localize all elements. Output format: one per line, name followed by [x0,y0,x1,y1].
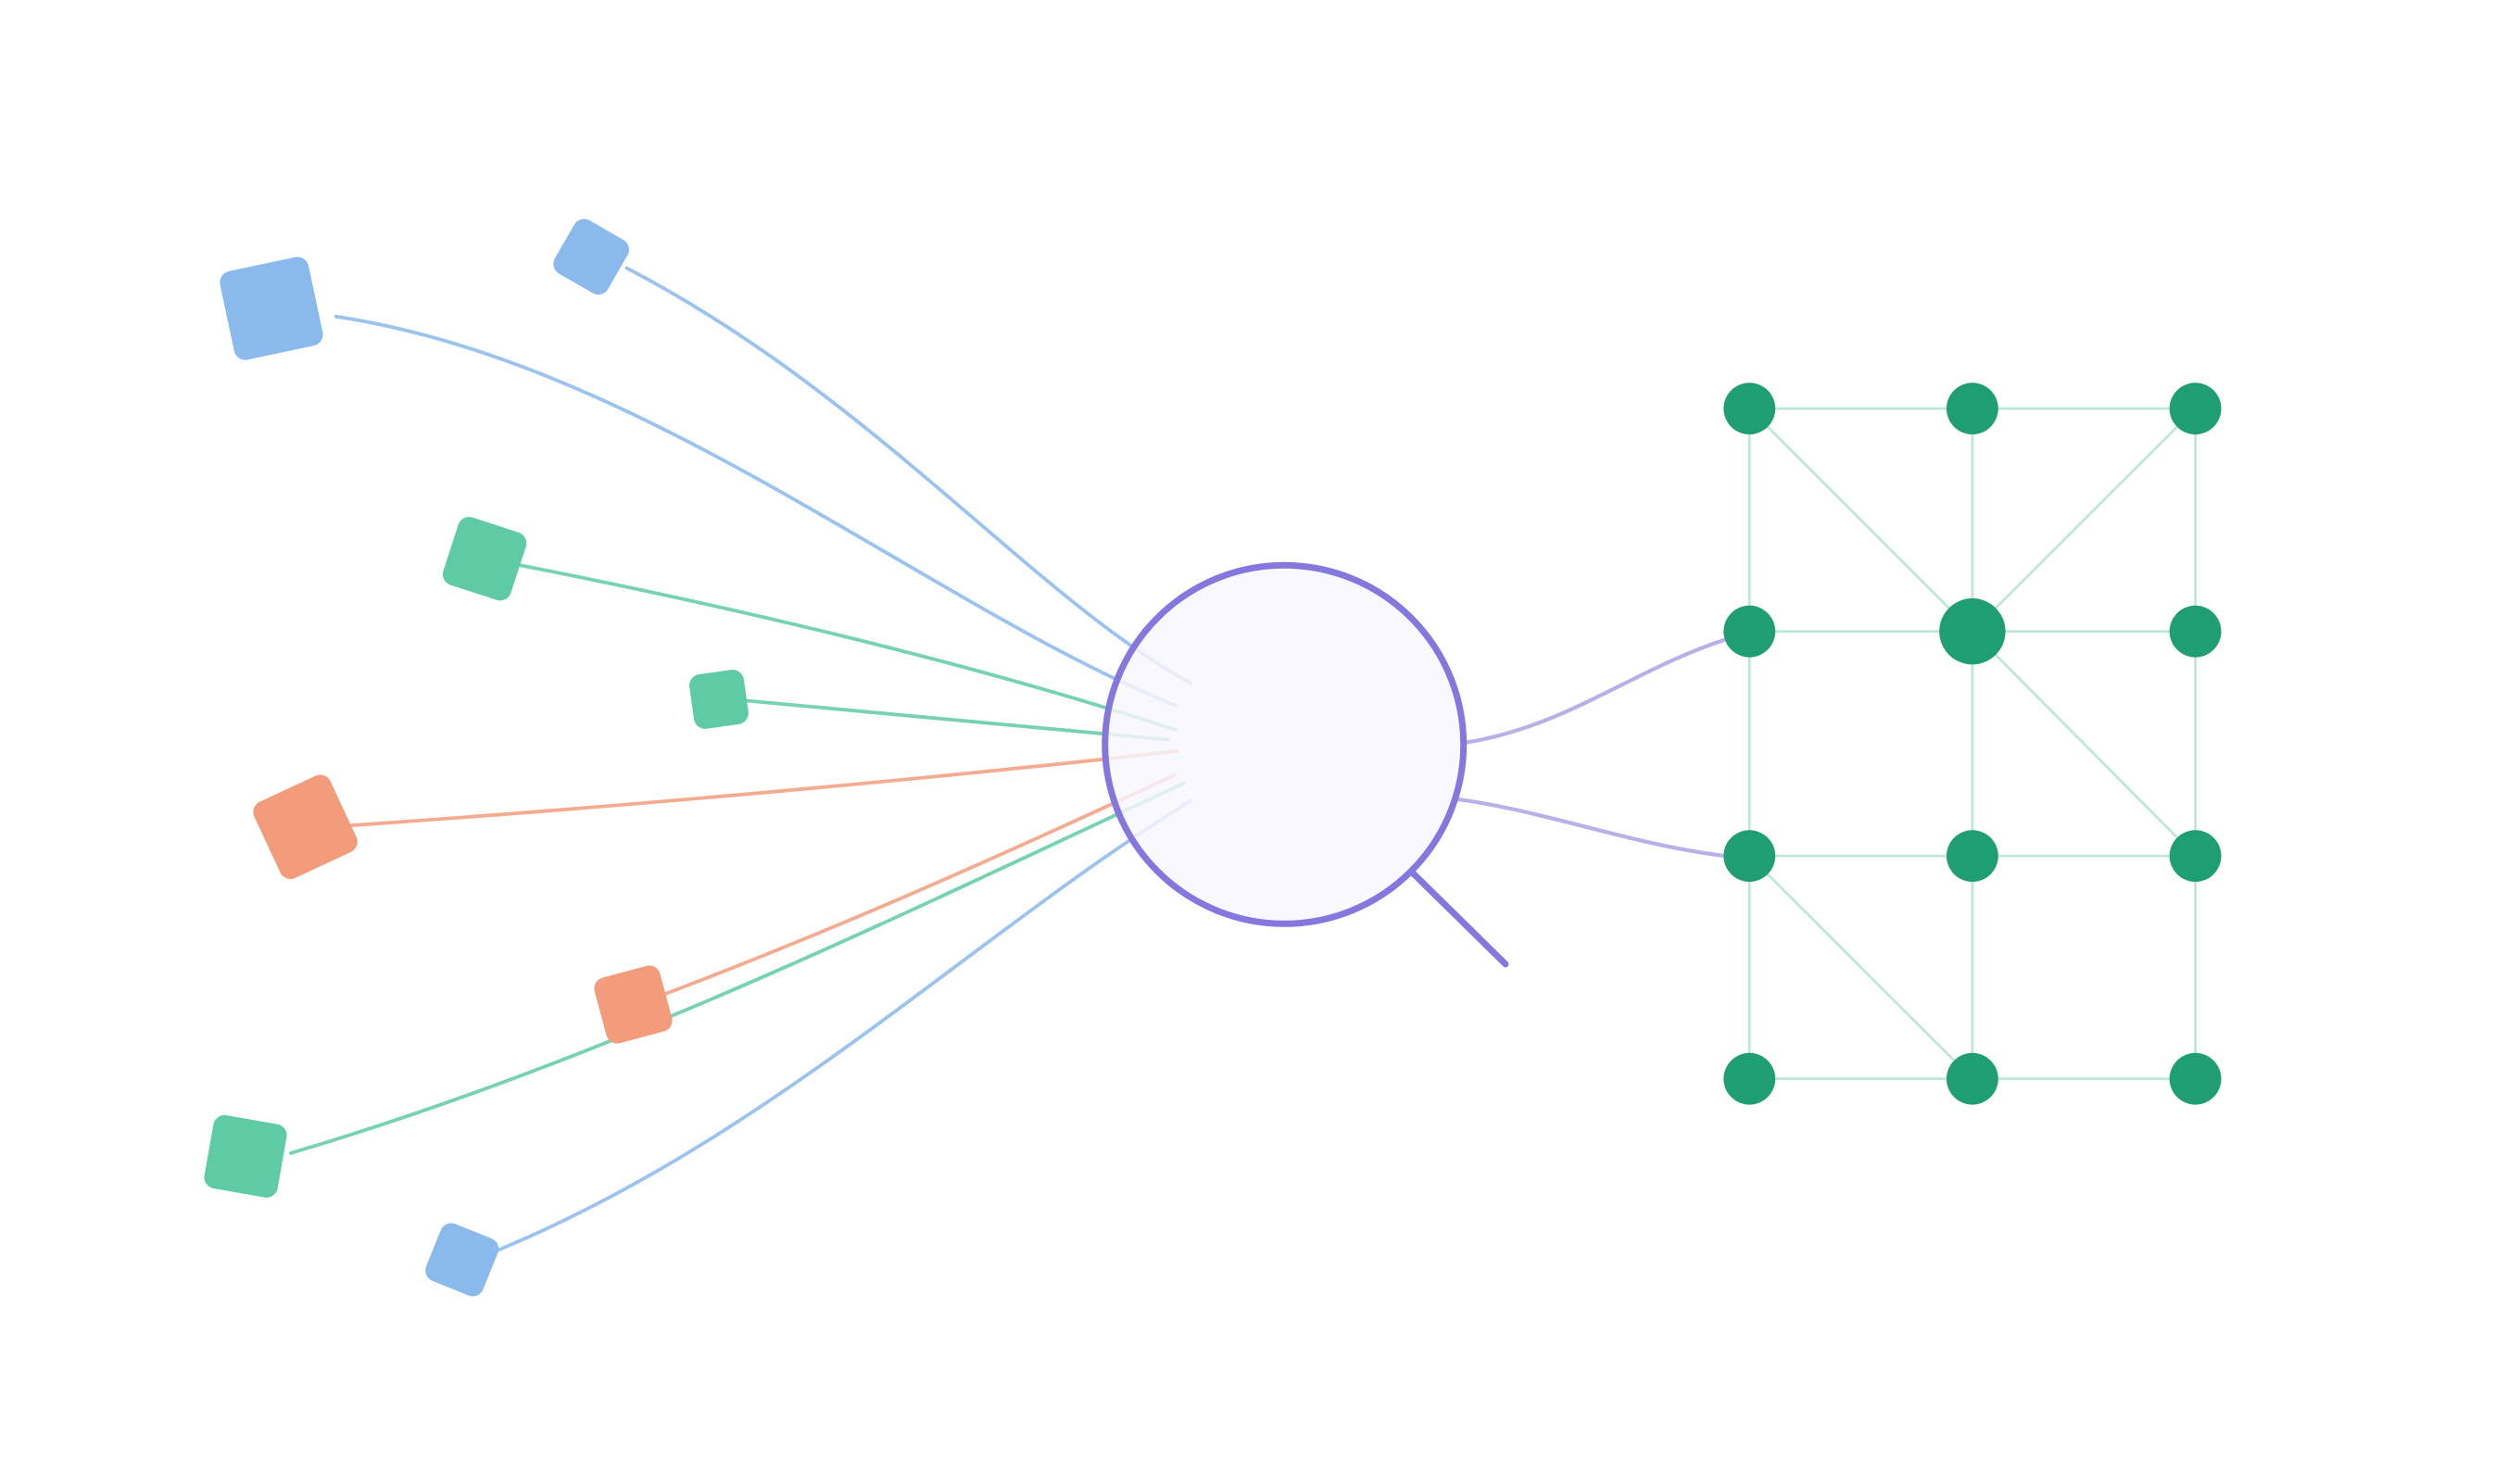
graph-node [1723,383,1776,434]
source-connector-lines [288,266,1728,1263]
graph-node [1947,383,1998,434]
magnifier-lens [1102,561,1468,927]
blue-square-large-line [334,314,1178,708]
blue-square-large-shape [220,257,323,360]
green-square-upper-shape [442,517,527,601]
blue-square-bottom-shape [425,1223,499,1297]
magnifier-icon [1102,561,1509,968]
graph-hub-node [1939,598,2006,665]
graph-node [2169,383,2222,434]
orange-square-lower [594,965,673,1044]
graph-node [2169,830,2222,882]
source-squares [204,219,749,1297]
blue-square-large [220,257,323,360]
graph-node [1723,605,1776,658]
blue-square-bottom [425,1223,499,1297]
graph-nodes [1723,383,2222,1105]
orange-square-large-line [350,748,1179,827]
orange-square-lower-line [639,773,1177,1005]
graph-edge [1748,408,1973,633]
graph-node [1723,830,1776,882]
lens-graph-connector-2 [1456,798,1728,859]
graph-edges [1747,407,2198,1081]
graph-node [1947,830,1998,882]
green-square-small-shape [689,670,749,729]
graph-edge [1971,630,2197,858]
graph-node [1723,1052,1776,1105]
orange-square-large [253,774,358,879]
blue-square-top [553,219,629,295]
graph-edge [1748,855,1973,1080]
lens-graph-connector-1 [1461,637,1728,746]
magnifier-handle [1408,869,1509,968]
blue-square-top-line [624,266,1192,685]
green-square-bottom-shape [204,1114,287,1198]
graph-node [1947,1052,1998,1105]
orange-square-large-shape [253,774,358,879]
blue-square-bottom-line [468,798,1192,1263]
green-square-bottom [204,1114,287,1198]
green-square-upper [442,517,527,601]
graph-edge [1971,408,2197,633]
orange-square-lower-shape [594,965,673,1044]
green-square-upper-line [518,563,1178,732]
graph-node [2169,605,2222,658]
graph-node [2169,1052,2222,1105]
blue-square-top-shape [553,219,629,295]
green-square-bottom-line [288,781,1186,1155]
green-square-small [689,670,749,729]
